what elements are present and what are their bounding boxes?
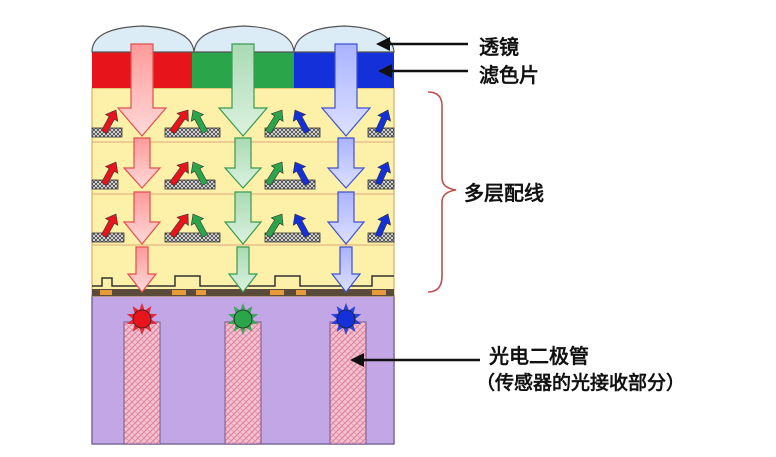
scatter-arrow-green: [190, 109, 209, 134]
photodiode-note: （传感器的光接收部分）: [476, 372, 686, 394]
light-arrow-blue-low: [326, 191, 366, 245]
lens-red: [91, 25, 195, 53]
light-arrow-red-mid: [122, 137, 162, 189]
light-arrow-green-top: [217, 43, 269, 137]
scatter-arrow-red: [169, 213, 189, 239]
scatter-arrow-green: [265, 161, 284, 187]
photodiode-green: [224, 321, 262, 445]
scatter-arrow-green: [265, 109, 284, 135]
light-arrow-blue-top: [320, 43, 372, 137]
light-arrow-red-bot: [126, 246, 158, 293]
pointer-arrows: [350, 37, 480, 367]
photodiode-red: [123, 321, 161, 445]
scatter-arrow-red: [100, 161, 119, 186]
photodiode-label: 光电二极管: [489, 344, 589, 368]
photodiode-columns: [123, 321, 367, 445]
scatter-arrow-blue: [374, 213, 392, 238]
color-filter-label: 滤色片: [479, 63, 539, 87]
contact-line: [92, 275, 394, 287]
micro-lenses: [91, 25, 395, 53]
lens-green: [193, 25, 295, 53]
wiring-label: 多层配线: [464, 181, 544, 205]
light-arrows: [116, 43, 372, 293]
scatter-arrow-blue: [292, 161, 311, 186]
photodiode-bursts: [126, 303, 362, 335]
scatter-arrow-green: [265, 213, 284, 239]
scatter-arrow-green: [190, 161, 209, 186]
light-arrow-red-low: [122, 191, 162, 245]
light-arrow-blue-mid: [326, 137, 366, 189]
light-arrow-green-low: [223, 191, 263, 245]
light-arrow-green-bot: [227, 246, 259, 293]
light-arrow-green-mid: [223, 137, 263, 189]
light-arrow-red-top: [116, 43, 168, 137]
photodiode-blue: [329, 321, 367, 445]
scatter-arrow-blue: [292, 109, 311, 134]
scatter-arrow-red: [169, 161, 189, 187]
scatter-arrow-red: [169, 109, 189, 135]
wiring-bracket: [427, 91, 457, 293]
lens-label: 透镜: [479, 35, 519, 59]
scatter-arrows: [100, 109, 392, 239]
scatter-arrow-green: [190, 213, 209, 238]
burst-blue: [330, 303, 362, 335]
scatter-arrow-red: [100, 109, 119, 134]
scatter-arrow-blue: [292, 213, 311, 238]
burst-green: [227, 303, 259, 335]
scatter-arrow-blue: [374, 109, 392, 134]
scatter-arrow-blue: [374, 161, 392, 186]
scatter-arrow-red: [100, 213, 119, 238]
burst-red: [126, 303, 158, 335]
light-arrow-blue-bot: [330, 246, 362, 293]
